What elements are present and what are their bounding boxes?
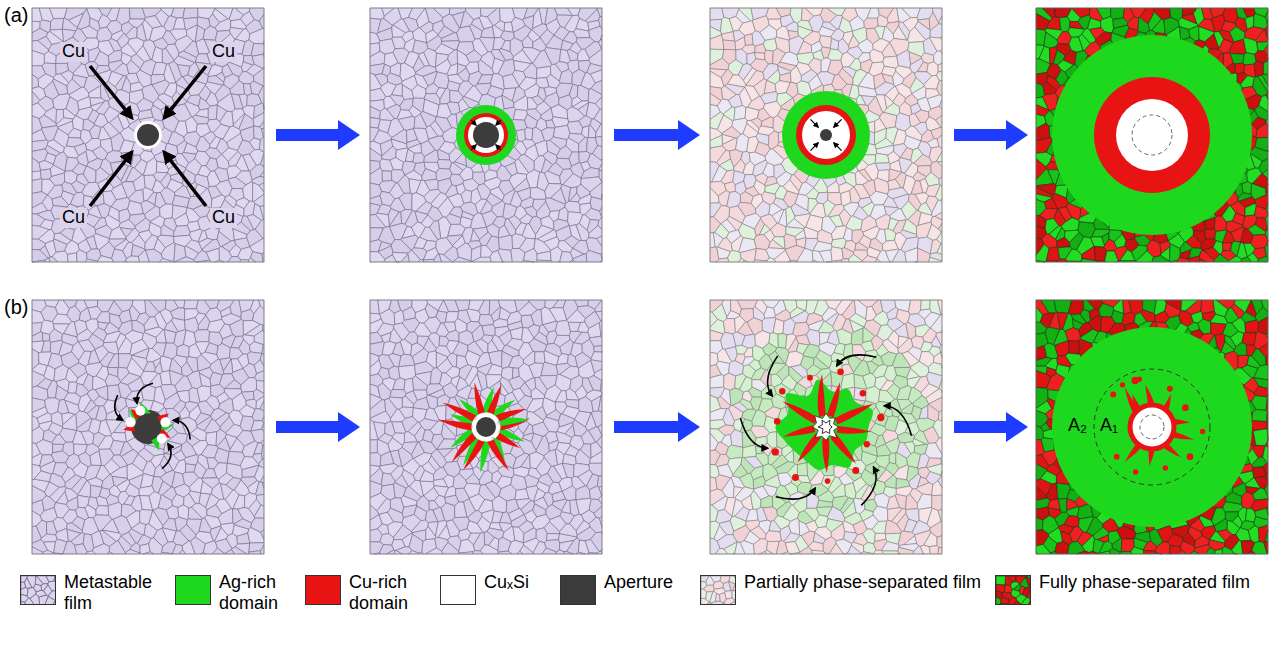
grain <box>1264 61 1268 74</box>
grain <box>744 34 753 46</box>
grain <box>499 235 513 250</box>
grain <box>382 171 391 182</box>
grain <box>1059 17 1070 32</box>
grain <box>183 8 198 19</box>
grain <box>763 39 777 51</box>
grain <box>1243 53 1256 65</box>
grain <box>50 18 63 30</box>
grain <box>67 253 77 262</box>
grain <box>208 105 217 120</box>
grain <box>1254 61 1264 77</box>
grain <box>32 179 42 194</box>
grain <box>1242 181 1252 194</box>
grain <box>40 169 51 180</box>
grain <box>438 159 452 169</box>
grain <box>1235 63 1245 74</box>
grain <box>831 247 843 262</box>
grain <box>876 163 891 171</box>
grain <box>240 260 249 262</box>
grain <box>423 259 434 262</box>
grain <box>723 40 736 50</box>
grain <box>525 128 533 140</box>
grain <box>710 8 724 20</box>
grain <box>413 153 425 164</box>
grain <box>841 259 849 262</box>
